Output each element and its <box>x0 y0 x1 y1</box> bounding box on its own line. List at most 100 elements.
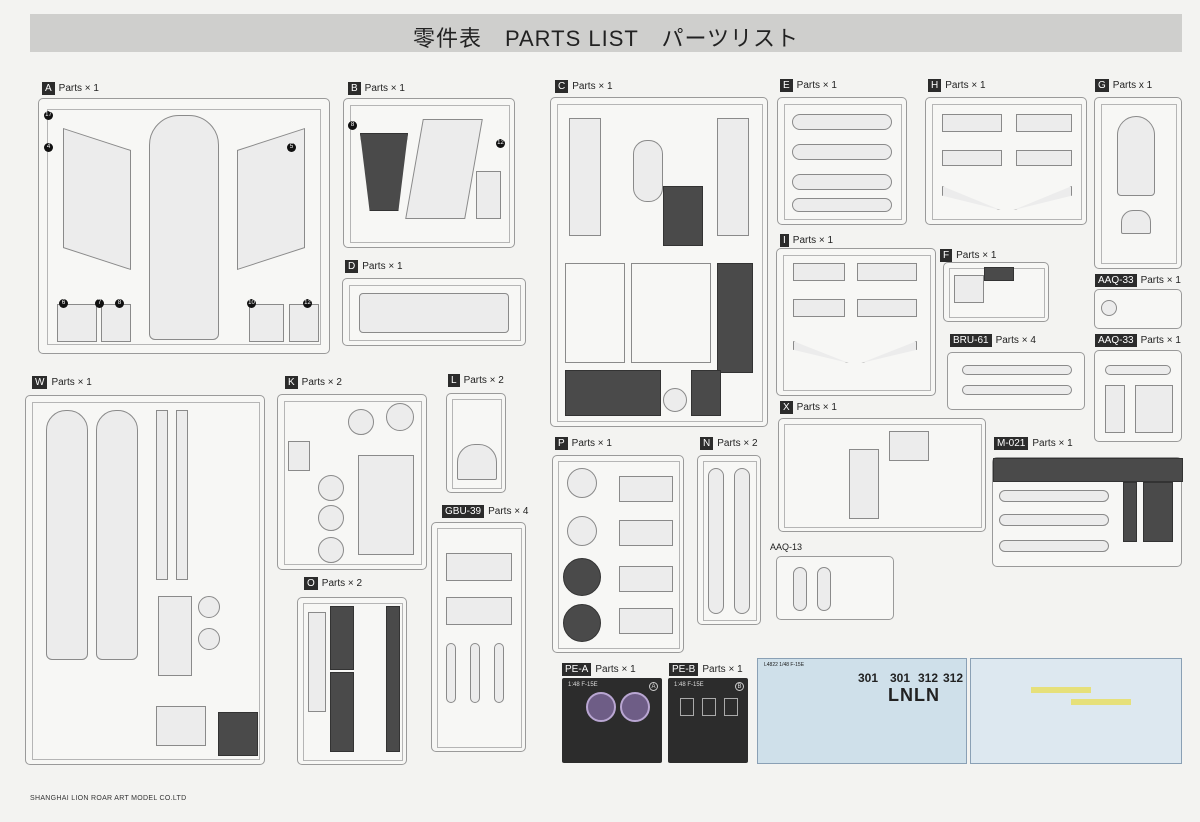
pod-part <box>793 567 807 611</box>
bomb-part <box>446 643 456 703</box>
header-bar: 零件表 PARTS LIST パーツリスト <box>30 14 1182 52</box>
decal-sheet-2 <box>970 658 1182 764</box>
rail-part <box>792 174 892 190</box>
sprue-o <box>297 597 407 765</box>
sprue-c <box>550 97 768 427</box>
disc-part <box>563 604 601 642</box>
sprue-x <box>778 418 986 532</box>
panel-part <box>663 186 703 246</box>
sprue-aaq13 <box>776 556 894 620</box>
sprue-n <box>697 455 761 625</box>
panel-part <box>619 608 673 634</box>
sprue-aaq33-bottom <box>1094 350 1182 442</box>
rack-part <box>962 365 1072 375</box>
sprue-w <box>25 395 265 765</box>
sprue-d <box>342 278 526 346</box>
sprue-p <box>552 455 684 653</box>
part <box>1101 300 1117 316</box>
section-label-aaq13: AAQ-13 <box>770 542 803 552</box>
part <box>889 431 929 461</box>
panel-part <box>717 263 753 373</box>
panel-part <box>1123 482 1137 542</box>
page-title: 零件表 PARTS LIST パーツリスト <box>412 26 800 51</box>
part <box>1016 114 1072 132</box>
sprue-l <box>446 393 506 493</box>
part <box>1135 385 1173 433</box>
rack-part <box>962 385 1072 395</box>
fin-part <box>446 553 512 581</box>
part <box>1016 150 1072 166</box>
fin-part <box>446 597 512 625</box>
canopy-part <box>1117 116 1155 196</box>
wheel-part <box>198 596 220 618</box>
panel-part <box>386 606 400 752</box>
bay-part <box>359 293 509 333</box>
fin-part <box>476 171 501 219</box>
sprue-bru61 <box>947 352 1085 410</box>
panel-part <box>691 370 721 416</box>
sprue-h <box>925 97 1087 225</box>
fuselage-half <box>96 410 138 660</box>
panel-part <box>218 712 258 756</box>
photo-etch-b: 1:48 F-15E B <box>668 678 748 763</box>
panel-part <box>565 370 661 416</box>
sprue-k <box>277 394 427 570</box>
part <box>156 706 206 746</box>
stabilizer-part <box>249 304 284 342</box>
small-parts-group <box>631 263 711 363</box>
part <box>857 299 917 317</box>
engine-part <box>358 455 414 555</box>
disc-part <box>563 558 601 596</box>
stabilizer-part <box>57 304 97 342</box>
panel-part <box>993 458 1183 482</box>
panel-part <box>984 267 1014 281</box>
fan-part <box>567 468 597 498</box>
wing-part-left <box>63 127 131 271</box>
small-parts-group <box>565 263 625 363</box>
strut-part <box>156 410 168 580</box>
panel-part <box>619 476 673 502</box>
sprue-i <box>776 248 936 396</box>
wheel-part <box>198 628 220 650</box>
sprue-e <box>777 97 907 225</box>
round-part <box>663 388 687 412</box>
sprue-aaq33-top <box>1094 289 1182 329</box>
stabilizer-part <box>289 304 319 342</box>
part <box>942 114 1002 132</box>
intake-part <box>717 118 749 236</box>
part <box>793 263 845 281</box>
part <box>849 449 879 519</box>
decal-sheet-1: L4822 1/48 F-15E 301 301 312 312 LNLN <box>757 658 967 764</box>
tank-half <box>708 468 724 614</box>
part <box>942 150 1002 166</box>
ring-part <box>386 403 414 431</box>
pod-part <box>1105 365 1171 375</box>
missile-part <box>999 514 1109 526</box>
panel-part <box>619 520 673 546</box>
fan-part <box>348 409 374 435</box>
missile-part <box>999 540 1109 552</box>
part <box>1105 385 1125 433</box>
sprue-m021 <box>992 457 1183 567</box>
missile-part <box>999 490 1109 502</box>
photo-etch-a: 1:48 F-15E A <box>562 678 662 763</box>
fan-part <box>567 516 597 546</box>
panel-part <box>330 672 354 752</box>
